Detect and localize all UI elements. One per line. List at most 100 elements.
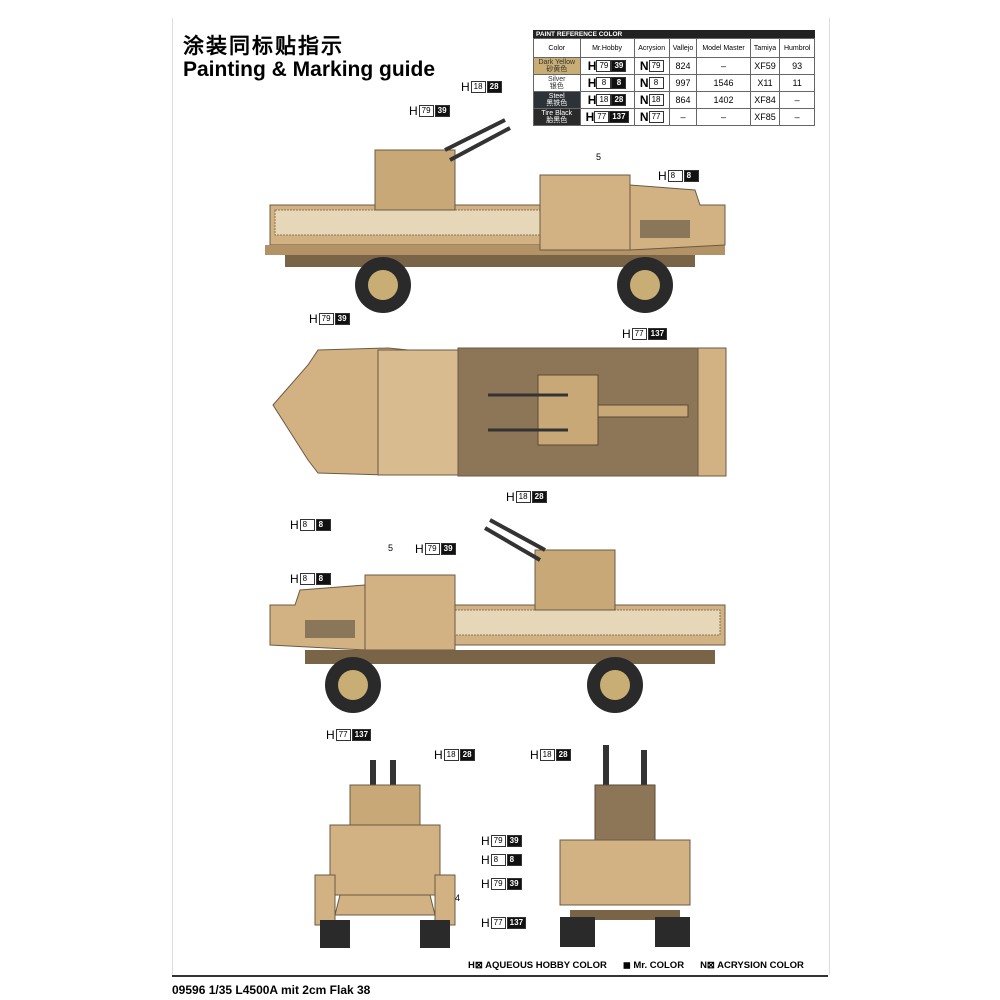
- number-marker: 5: [596, 152, 602, 162]
- humbrol-cell: –: [779, 91, 815, 109]
- col-model-master: Model Master: [696, 38, 751, 58]
- aqueous-code: 8: [596, 77, 612, 90]
- tamiya-cell: XF85: [749, 108, 781, 126]
- h-letter: H: [309, 312, 318, 326]
- aqueous-code: 77: [594, 111, 610, 124]
- h-letter: H: [587, 59, 597, 73]
- mr-color-code: 28: [486, 81, 502, 93]
- paint-callout: H 79 39: [415, 542, 456, 556]
- legend-aqueous: H⊠ AQUEOUS HOBBY COLOR: [468, 960, 607, 971]
- humbrol-cell: 11: [779, 74, 815, 92]
- paint-callout: H 8 8: [290, 572, 331, 586]
- paint-callout: H 77 137: [326, 728, 372, 742]
- h-letter: H: [587, 76, 597, 90]
- truck-rear-view: [559, 745, 691, 947]
- paint-callout: H 8 8: [658, 169, 699, 183]
- color-name-cell: Tire Black 胎黑色: [533, 108, 581, 126]
- aqueous-code: 77: [490, 917, 506, 929]
- h-letter: H: [506, 490, 515, 504]
- col-vallejo: Vallejo: [668, 38, 698, 58]
- paint-callout: H 79 39: [481, 877, 522, 891]
- acrysion-code: 77: [648, 111, 664, 124]
- mr-color-code: 8: [611, 77, 627, 90]
- mr-color-code: 8: [506, 854, 522, 866]
- h-letter: H: [409, 104, 418, 118]
- aqueous-code: 77: [335, 729, 351, 741]
- paint-callout: H 18 28: [461, 80, 502, 94]
- tamiya-cell: XF84: [749, 91, 781, 109]
- mr-color-code: 137: [506, 917, 527, 929]
- paint-reference-table: Color Mr.Hobby Acrysion Vallejo Model Ma…: [533, 38, 815, 126]
- aqueous-code: 79: [318, 313, 334, 325]
- color-legend: H⊠ AQUEOUS HOBBY COLOR ◼ Mr. COLOR N⊠ AC…: [468, 960, 804, 971]
- h-letter: H: [326, 728, 335, 742]
- color-name: Tire Black: [541, 110, 573, 117]
- color-name: Steel: [548, 93, 565, 100]
- legend-acrysion: N⊠ ACRYSION COLOR: [700, 960, 804, 971]
- paint-callout: H 79 39: [409, 104, 450, 118]
- mr-color-code: 39: [434, 105, 450, 117]
- paint-callout: H 79 39: [481, 834, 522, 848]
- color-name-cn: 胎黑色: [546, 117, 568, 124]
- vallejo-cell: 824: [668, 57, 698, 75]
- aqueous-code: 8: [299, 573, 315, 585]
- mr-color-code: 39: [334, 313, 350, 325]
- acrysion-code: 18: [648, 94, 664, 107]
- paint-callout: H 77 137: [622, 327, 668, 341]
- footer-divider: [172, 975, 828, 977]
- mr-color-code: 8: [683, 170, 699, 182]
- h-letter: H: [434, 748, 443, 762]
- aqueous-code: 18: [470, 81, 486, 93]
- h-letter: H: [461, 80, 470, 94]
- h-letter: H: [481, 853, 490, 867]
- mr-color-code: 28: [611, 94, 627, 107]
- aqueous-code: 18: [443, 749, 459, 761]
- mr-color-code: 28: [531, 491, 547, 503]
- model-master-cell: –: [696, 57, 751, 75]
- col-color: Color: [533, 38, 581, 58]
- mr-color-code: 137: [647, 328, 668, 340]
- page-frame: [172, 18, 830, 975]
- h-letter: H: [415, 542, 424, 556]
- h-letter: H: [622, 327, 631, 341]
- truck-side-view-right: [269, 518, 726, 713]
- aqueous-code: 8: [299, 519, 315, 531]
- model-master-cell: 1546: [696, 74, 751, 92]
- title-chinese: 涂装同标贴指示: [183, 35, 344, 58]
- h-letter: H: [290, 518, 299, 532]
- mr-color-code: 39: [611, 60, 627, 73]
- aqueous-code: 18: [515, 491, 531, 503]
- mr-color-code: 137: [609, 111, 629, 124]
- aqueous-code: 18: [596, 94, 612, 107]
- humbrol-cell: –: [779, 108, 815, 126]
- h-letter: H: [481, 834, 490, 848]
- mr-color-code: 137: [351, 729, 372, 741]
- paint-callout: H 18 28: [530, 748, 571, 762]
- n-letter: N: [639, 93, 649, 107]
- h-letter: H: [481, 916, 490, 930]
- aqueous-code: 8: [490, 854, 506, 866]
- color-name-cn: 黑铁色: [546, 100, 568, 107]
- h-letter: H: [585, 110, 595, 124]
- truck-side-view-left: [265, 118, 726, 313]
- paint-callout: H 8 8: [290, 518, 331, 532]
- aqueous-code: 79: [490, 835, 506, 847]
- n-letter: N: [639, 59, 649, 73]
- acrysion-code: 79: [648, 60, 664, 73]
- humbrol-cell: 93: [779, 57, 815, 75]
- color-name-cn: 银色: [549, 83, 564, 90]
- paint-callout: H 8 8: [481, 853, 522, 867]
- vallejo-cell: 997: [668, 74, 698, 92]
- paint-table-heading: PAINT REFERENCE COLOR: [533, 30, 815, 39]
- h-letter: H: [530, 748, 539, 762]
- col-humbrol: Humbrol: [779, 38, 815, 58]
- h-letter: H: [658, 169, 667, 183]
- mr-color-code: 28: [555, 749, 571, 761]
- color-name-cell: Steel 黑铁色: [533, 91, 581, 109]
- aqueous-code: 8: [667, 170, 683, 182]
- mr-color-code: 28: [459, 749, 475, 761]
- mr-color-code: 8: [315, 573, 331, 585]
